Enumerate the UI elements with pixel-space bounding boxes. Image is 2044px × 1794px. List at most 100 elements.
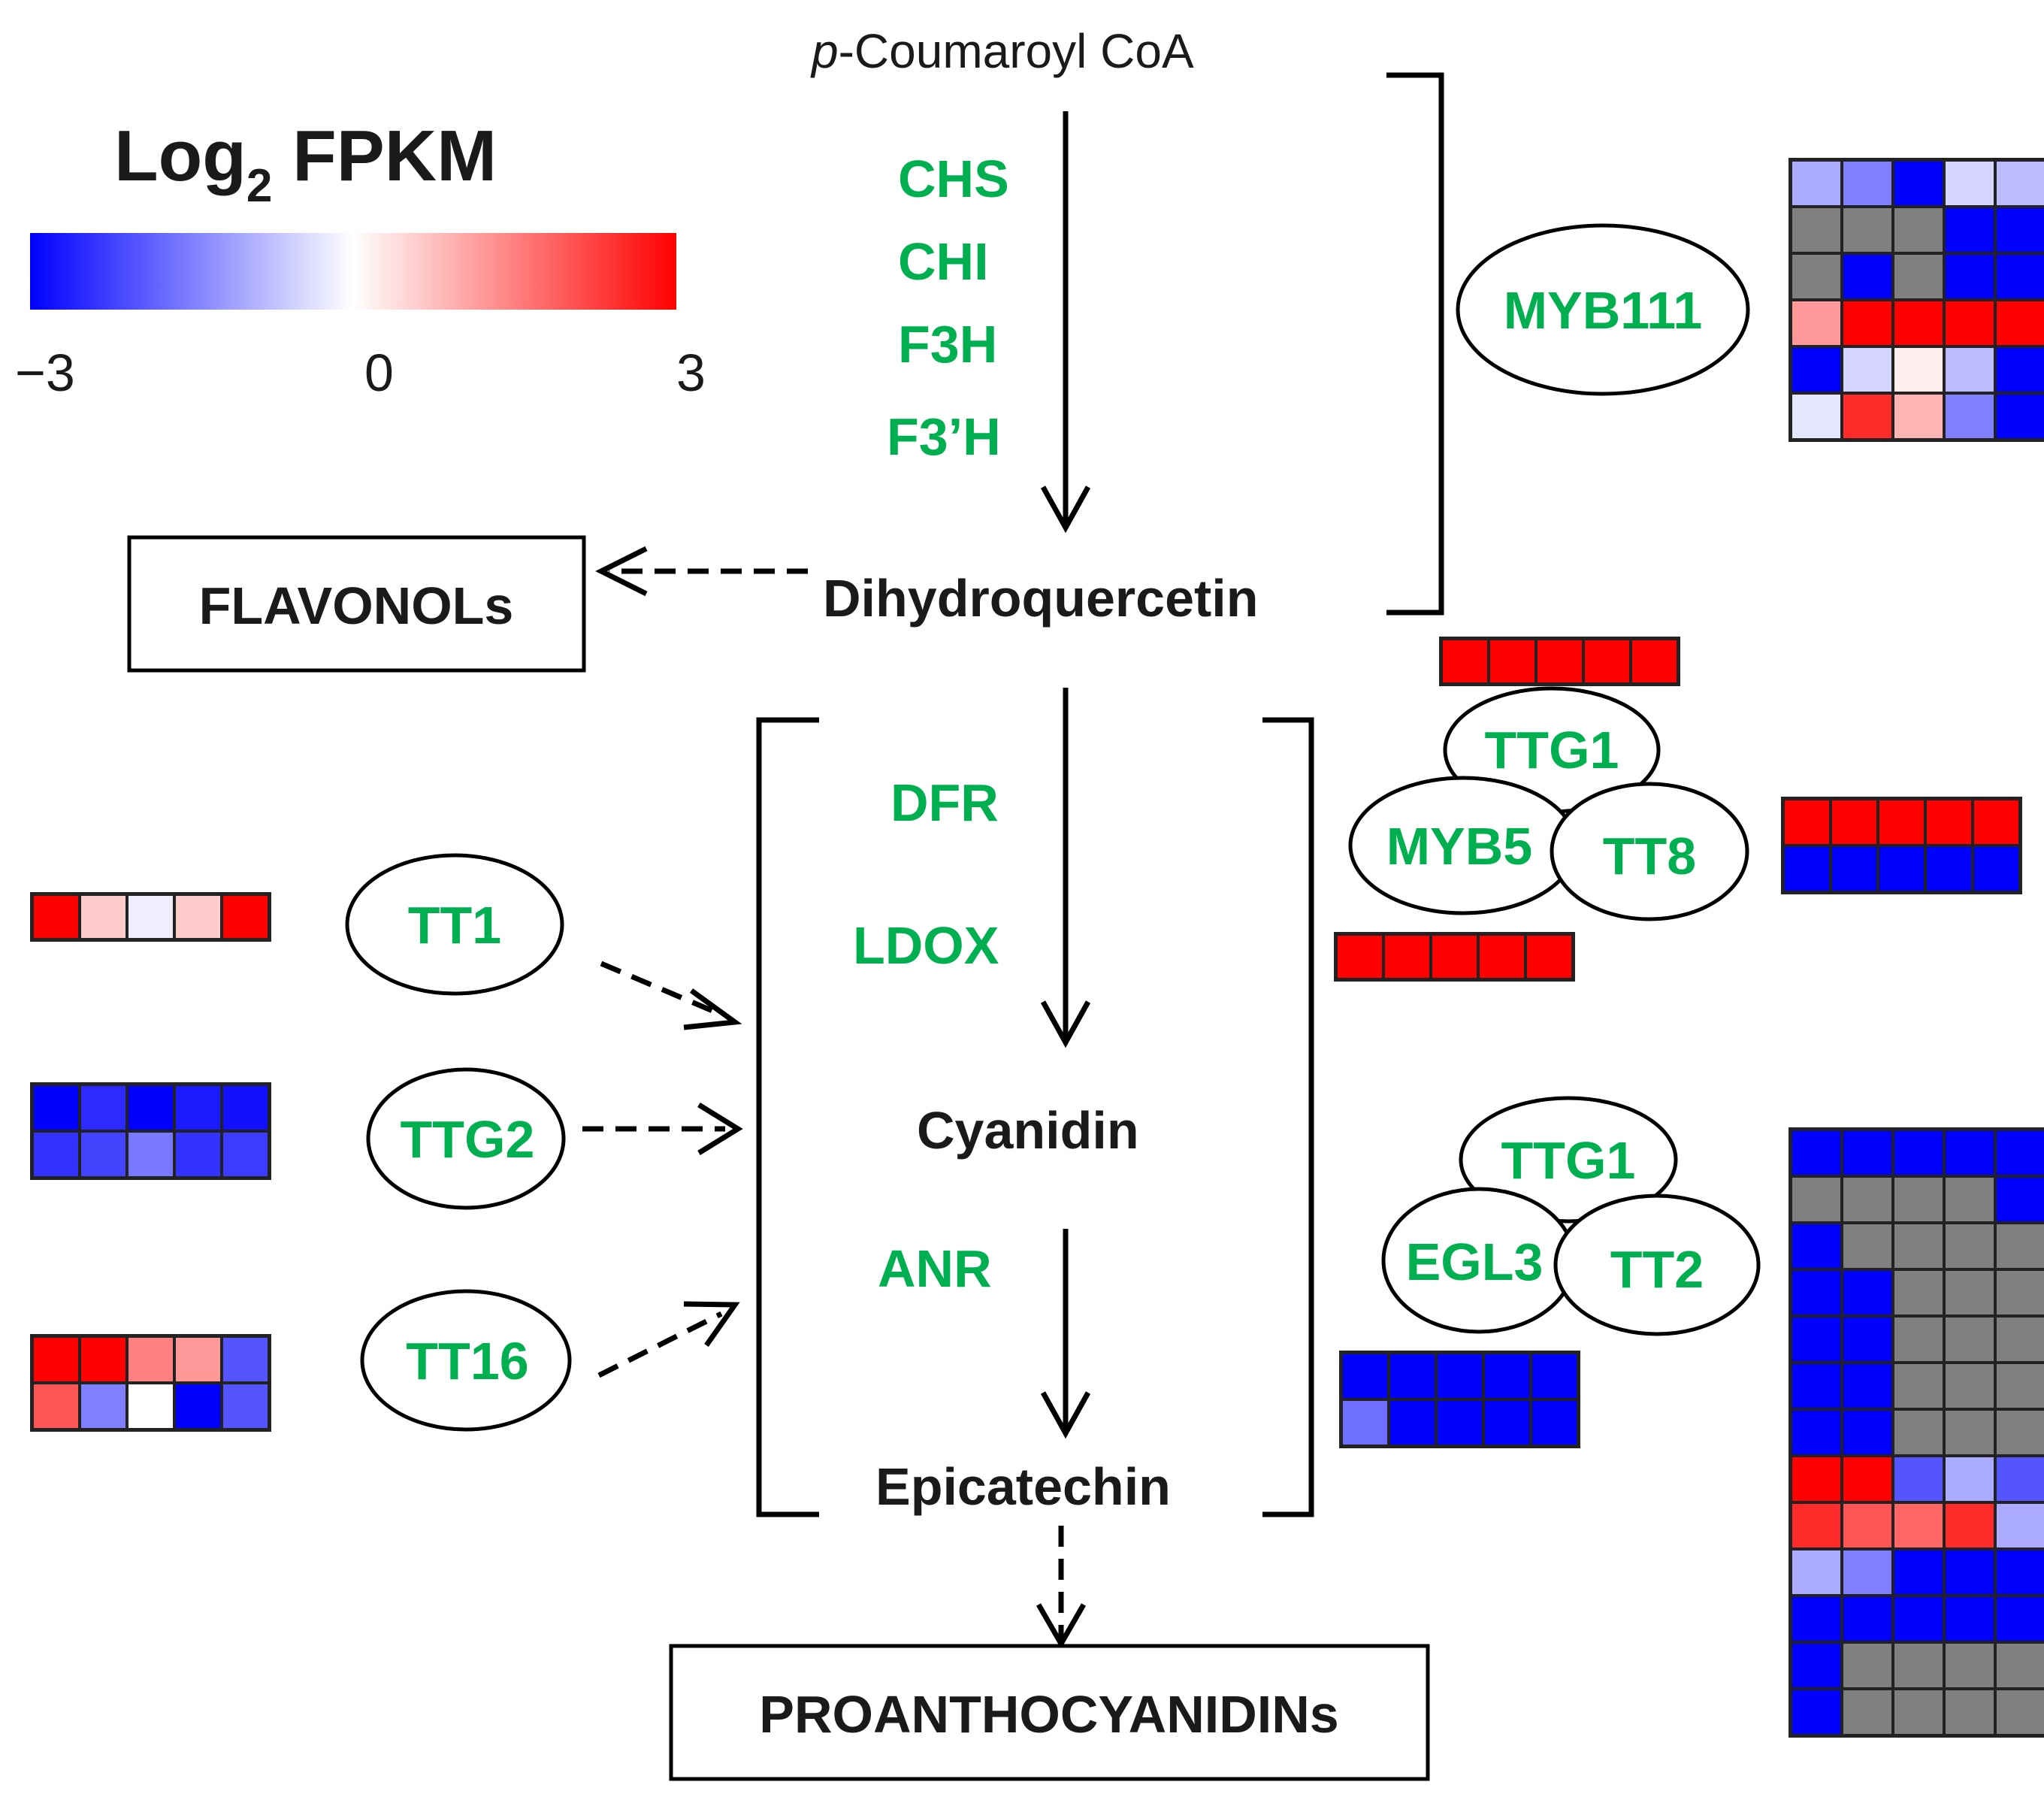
heatmap-cell bbox=[1843, 348, 1891, 392]
heatmap-myb111 bbox=[1788, 158, 2044, 442]
heatmap-cell bbox=[1974, 800, 2018, 844]
heatmap-cell bbox=[1785, 847, 1829, 891]
heatmap-cell bbox=[1792, 1597, 1840, 1641]
heatmap-cell bbox=[34, 1384, 78, 1428]
heatmap-cell bbox=[1832, 847, 1876, 891]
heatmap-cell bbox=[1443, 640, 1487, 682]
heatmap-cell bbox=[1438, 1354, 1482, 1398]
proanthocyanidins-label: PROANTHOCYANIDINs bbox=[759, 1685, 1338, 1744]
arrow-tt16-shaft bbox=[597, 1311, 723, 1378]
heatmap-cell bbox=[1894, 1690, 1943, 1734]
heatmap-cell bbox=[1343, 1401, 1387, 1445]
heatmap-cell bbox=[1997, 1690, 2044, 1734]
heatmap-cell bbox=[1792, 1504, 1840, 1547]
heatmap-cell bbox=[1843, 1690, 1891, 1734]
heatmap-cell bbox=[1532, 1354, 1577, 1398]
heatmap-cell bbox=[1843, 395, 1891, 438]
heatmap-cell bbox=[81, 896, 125, 938]
heatmap-cell bbox=[176, 896, 220, 938]
heatmap-cell bbox=[1792, 208, 1840, 252]
heatmap-cell bbox=[34, 1338, 78, 1381]
heatmap-cell bbox=[1843, 1597, 1891, 1641]
heatmap-cell bbox=[1843, 1178, 1891, 1221]
heatmap-cell bbox=[1997, 1644, 2044, 1687]
heatmap-cell bbox=[1832, 800, 1876, 844]
heatmap-cell bbox=[81, 1133, 125, 1176]
heatmap-cell bbox=[1974, 847, 2018, 891]
heatmap-cell bbox=[176, 1384, 220, 1428]
heatmap-cell bbox=[1480, 936, 1524, 978]
heatmap-cell bbox=[34, 1133, 78, 1176]
enzyme-f3h: F3H bbox=[898, 315, 997, 374]
tt16-label: TT16 bbox=[406, 1332, 528, 1390]
heatmap-cell bbox=[223, 896, 268, 938]
heatmap-cell bbox=[1997, 1178, 2044, 1221]
heatmap-cell bbox=[1946, 1690, 1994, 1734]
heatmap-tt16 bbox=[30, 1334, 271, 1432]
heatmap-cell bbox=[1390, 1354, 1435, 1398]
arrow-ttg2-head bbox=[697, 1103, 743, 1155]
heatmap-cell bbox=[1997, 348, 2044, 392]
heatmap-cell bbox=[1338, 936, 1382, 978]
legend-color-bar bbox=[30, 233, 676, 310]
complex1-tt8-ellipse bbox=[1550, 782, 1749, 921]
heatmap-cell bbox=[1879, 847, 1924, 891]
heatmap-cell bbox=[1997, 1550, 2044, 1594]
heatmap-cell bbox=[1792, 1224, 1840, 1268]
heatmap-cell bbox=[1792, 1318, 1840, 1361]
heatmap-cell bbox=[176, 1086, 220, 1130]
heatmap-cell bbox=[1485, 1354, 1529, 1398]
heatmap-cell bbox=[1997, 208, 2044, 252]
heatmap-cell bbox=[1946, 1504, 1994, 1547]
heatmap-cell bbox=[1946, 1457, 1994, 1501]
complex2-tt2-label: TT2 bbox=[1610, 1240, 1704, 1299]
heatmap-cell bbox=[129, 1086, 173, 1130]
heatmap-cell bbox=[1946, 208, 1994, 252]
tt1-ellipse bbox=[345, 853, 564, 996]
heatmap-cell bbox=[81, 1384, 125, 1428]
pathway: p-Coumaroyl CoA CHS CHI F3H F3’H Dihydro… bbox=[127, 24, 1444, 1781]
myb111-bracket bbox=[1386, 72, 1444, 616]
heatmap-egl3-tt2 bbox=[1339, 1351, 1580, 1448]
heatmap-cell bbox=[34, 896, 78, 938]
heatmap-cell bbox=[1946, 1224, 1994, 1268]
tt16-ellipse bbox=[360, 1289, 572, 1432]
heatmap-cell bbox=[1946, 1597, 1994, 1641]
enzyme-ldox: LDOX bbox=[853, 916, 999, 975]
heatmap-cell bbox=[1785, 800, 1829, 844]
heatmap-cell bbox=[1894, 1224, 1943, 1268]
heatmap-cell bbox=[1792, 255, 1840, 298]
complex1-tt8-label: TT8 bbox=[1603, 827, 1696, 885]
heatmap-cell bbox=[1894, 1411, 1943, 1454]
left-bracket bbox=[756, 717, 819, 1517]
heatmap-cell bbox=[1997, 301, 2044, 345]
enzyme-chs: CHS bbox=[898, 150, 1009, 208]
enzyme-anr: ANR bbox=[878, 1239, 992, 1298]
complex1-ttg1-label: TTG1 bbox=[1485, 721, 1619, 779]
heatmap-cell bbox=[1843, 1271, 1891, 1314]
heatmap-cell bbox=[1894, 1178, 1943, 1221]
heatmap-cell bbox=[1843, 1457, 1891, 1501]
heatmap-cell bbox=[1792, 1411, 1840, 1454]
heatmap-cell bbox=[1894, 395, 1943, 438]
heatmap-cell bbox=[1997, 1364, 2044, 1408]
heatmap-cell bbox=[1792, 1271, 1840, 1314]
complex1-myb5-label: MYB5 bbox=[1386, 817, 1532, 876]
flavonols-box bbox=[127, 535, 586, 673]
heatmap-cell bbox=[176, 1338, 220, 1381]
start-compound: p-Coumaroyl CoA bbox=[810, 24, 1194, 78]
heatmap-cell bbox=[1438, 1401, 1482, 1445]
heatmap-cell bbox=[1843, 208, 1891, 252]
arrow-flavonols-head bbox=[595, 546, 648, 597]
heatmap-cell bbox=[1946, 1318, 1994, 1361]
heatmap-cell bbox=[1946, 395, 1994, 438]
heatmap-cell bbox=[1843, 1364, 1891, 1408]
heatmap-cell bbox=[1997, 1597, 2044, 1641]
heatmap-cell bbox=[1792, 1178, 1840, 1221]
heatmap-cell bbox=[1792, 162, 1840, 205]
legend-mid-label: 0 bbox=[364, 343, 394, 402]
arrow-tt1-shaft bbox=[600, 961, 723, 1018]
heatmap-cell bbox=[1894, 1364, 1943, 1408]
myb111-label: MYB111 bbox=[1504, 281, 1703, 340]
